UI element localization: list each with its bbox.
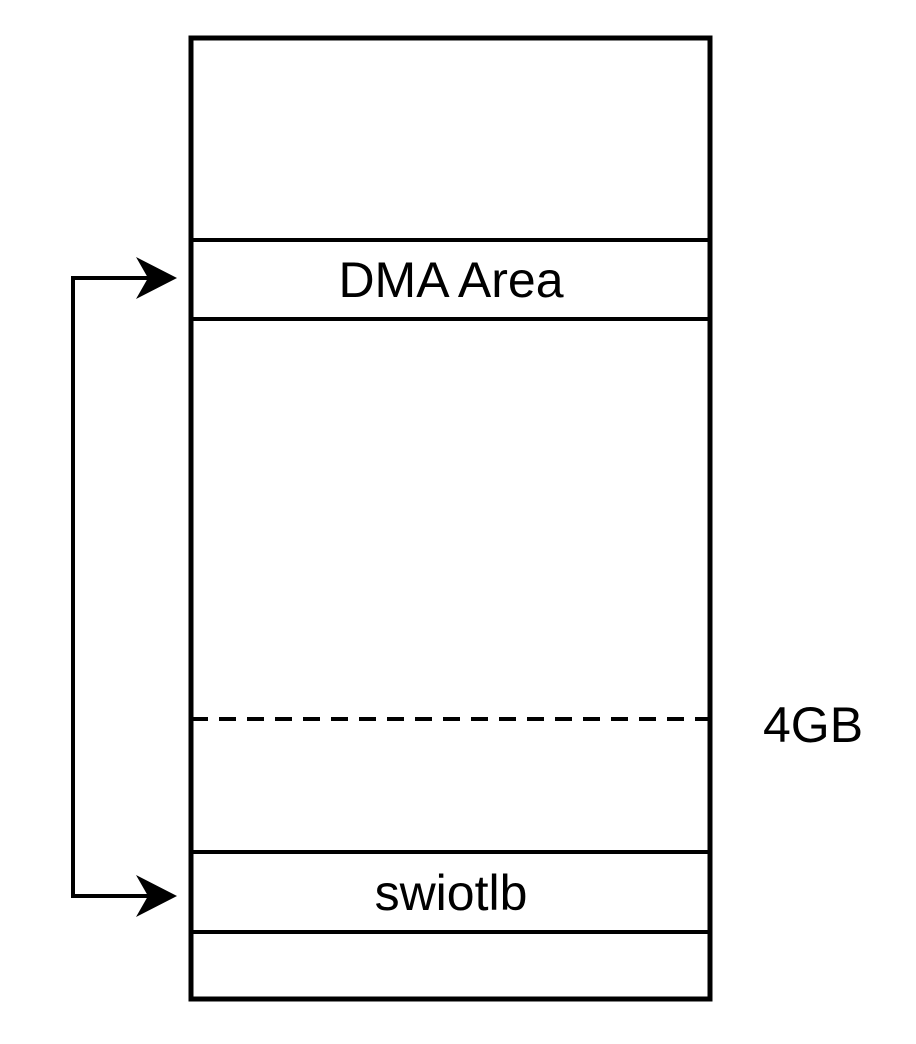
dma-area-label: DMA Area <box>338 252 563 308</box>
arrowhead-top-icon <box>136 257 177 299</box>
swiotlb-label: swiotlb <box>375 865 528 921</box>
bracket-connector <box>71 276 160 898</box>
4gb-label: 4GB <box>763 697 863 753</box>
memory-box <box>188 35 713 1002</box>
arrowhead-bottom-icon <box>136 875 177 917</box>
